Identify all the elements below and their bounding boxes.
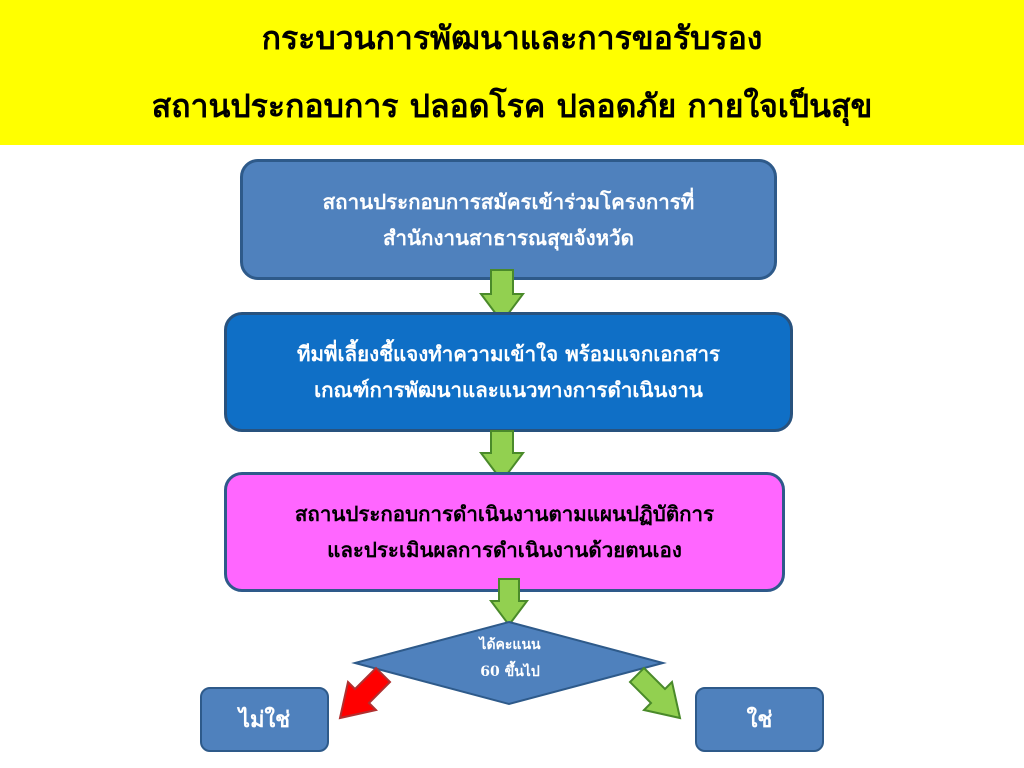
no-arrow — [338, 666, 392, 720]
down-arrow-1 — [479, 269, 525, 324]
decision-diamond — [351, 620, 667, 706]
outcome-no-label: ไม่ใช่ — [238, 706, 291, 733]
decision-line-2: 60 ขึ้นไป — [480, 664, 540, 680]
step-1-line-2: สำนักงานสาธารณสุขจังหวัด — [383, 225, 634, 250]
yes-arrow — [628, 666, 682, 720]
step-2-line-2: เกณฑ์การพัฒนาและแนวทางการดำเนินงาน — [314, 378, 703, 402]
title-line-1: กระบวนการพัฒนาและการขอรับรอง — [261, 19, 763, 57]
title-banner: กระบวนการพัฒนาและการขอรับรอง สถานประกอบก… — [0, 0, 1024, 145]
step-1-line-1: สถานประกอบการสมัครเข้าร่วมโครงการที่ — [322, 189, 695, 214]
step-2-box: ทีมพี่เลี้ยงชี้แจงทำความเข้าใจ พร้อมแจกเ… — [224, 312, 793, 432]
down-arrow-3 — [489, 578, 529, 627]
outcome-yes-label: ใช่ — [746, 706, 773, 733]
decision-line-1: ได้คะแนน — [479, 637, 541, 653]
title-line-2: สถานประกอบการ ปลอดโรค ปลอดภัย กายใจเป็นส… — [151, 87, 873, 125]
step-2-line-1: ทีมพี่เลี้ยงชี้แจงทำความเข้าใจ พร้อมแจกเ… — [297, 342, 720, 366]
step-3-line-2: และประเมินผลการดำเนินงานด้วยตนเอง — [327, 538, 682, 562]
step-1-box: สถานประกอบการสมัครเข้าร่วมโครงการที่ สำน… — [240, 159, 777, 280]
step-3-box: สถานประกอบการดำเนินงานตามแผนปฏิบัติการ แ… — [224, 472, 785, 592]
outcome-no-box: ไม่ใช่ — [200, 687, 329, 752]
decision-text: ได้คะแนน 60 ขึ้นไป — [430, 632, 590, 686]
down-arrow-2 — [479, 430, 525, 483]
step-3-line-1: สถานประกอบการดำเนินงานตามแผนปฏิบัติการ — [294, 502, 715, 526]
outcome-yes-box: ใช่ — [695, 687, 824, 752]
